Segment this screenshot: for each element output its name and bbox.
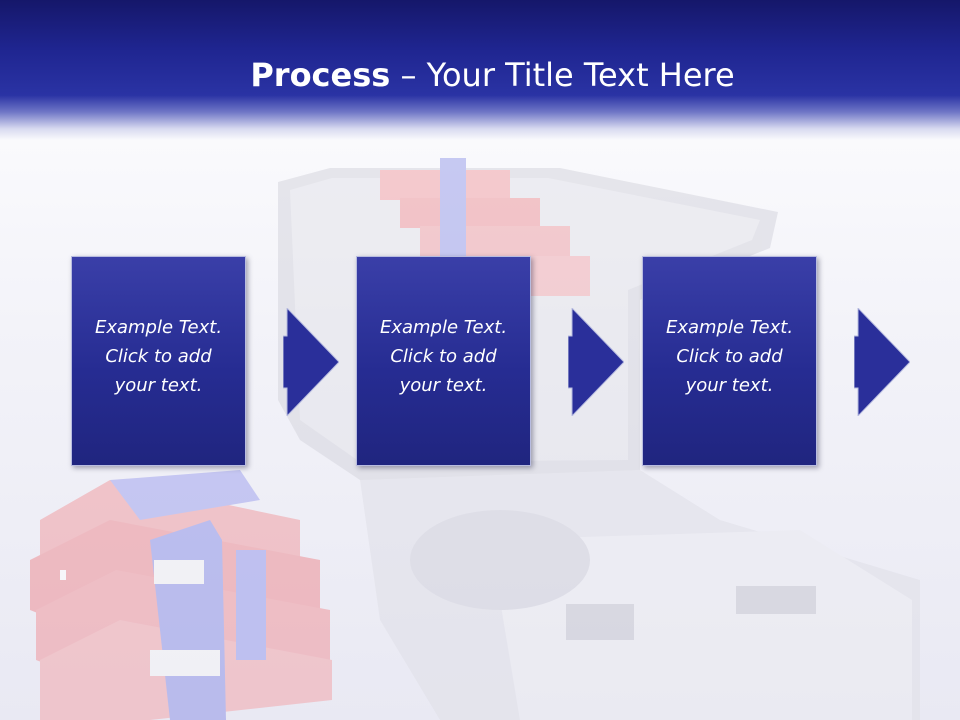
step-line: Click to add	[105, 346, 212, 367]
step-line: Click to add	[676, 346, 783, 367]
step-line: your text.	[399, 375, 488, 396]
step-line: your text.	[685, 375, 774, 396]
title-strong: Process	[250, 56, 391, 94]
step-line: Click to add	[390, 346, 497, 367]
process-step-1[interactable]: Example Text. Click to add your text.	[71, 256, 246, 466]
step-line: Example Text.	[379, 317, 508, 338]
page-title[interactable]: Process – Your Title Text Here	[0, 52, 960, 98]
step-line: your text.	[114, 375, 203, 396]
process-step-3[interactable]: Example Text. Click to add your text.	[642, 256, 817, 466]
step-line: Example Text.	[665, 317, 794, 338]
step-line: Example Text.	[94, 317, 223, 338]
right-arrow-icon[interactable]	[283, 308, 339, 416]
step-text[interactable]: Example Text. Click to add your text.	[643, 313, 816, 400]
title-bar: Process – Your Title Text Here	[0, 0, 960, 140]
title-rest: – Your Title Text Here	[390, 56, 735, 94]
right-arrow-icon[interactable]	[854, 308, 910, 416]
step-text[interactable]: Example Text. Click to add your text.	[72, 313, 245, 400]
right-arrow-icon[interactable]	[568, 308, 624, 416]
step-text[interactable]: Example Text. Click to add your text.	[357, 313, 530, 400]
process-step-2[interactable]: Example Text. Click to add your text.	[356, 256, 531, 466]
